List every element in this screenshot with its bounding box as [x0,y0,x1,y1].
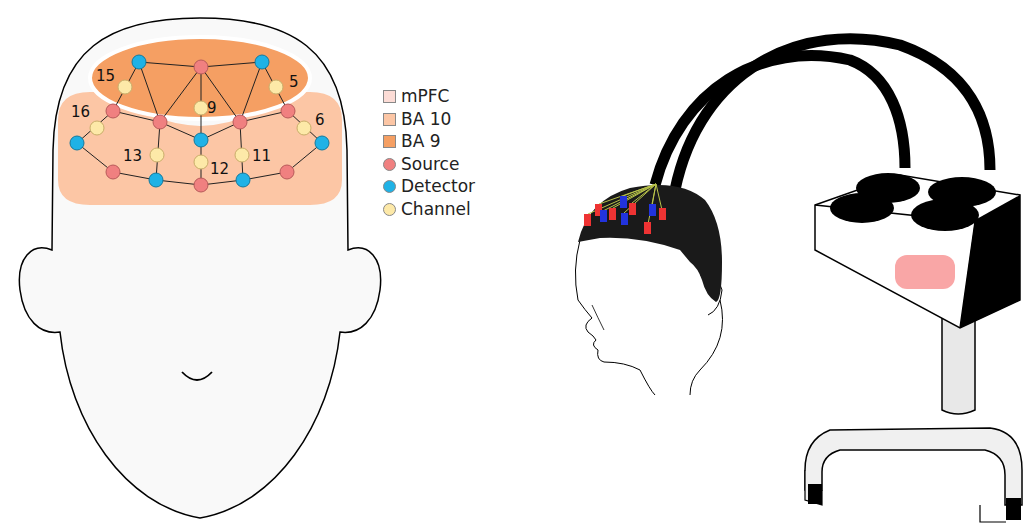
legend-row: Detector [383,178,475,195]
ba10-region [58,92,342,205]
legend-label: mPFC [401,88,449,105]
legend-label: BA 9 [401,133,441,150]
fnirs-device [575,39,1022,522]
detector-optodes [70,55,329,187]
legend-swatch [383,203,396,216]
channel-number: 6 [315,113,325,128]
legend-label: Detector [401,178,475,195]
channel-number: 9 [207,101,217,116]
channel-points [90,80,311,169]
legend-label: Channel [401,201,471,218]
legend-row: Source [383,156,459,173]
legend-row: mPFC [383,88,449,105]
channel-number: 5 [289,75,299,90]
legend-swatch [383,90,396,103]
legend-row: BA 9 [383,133,441,150]
channel-number: 16 [71,105,90,120]
legend-row: BA 10 [383,111,451,128]
legend-swatch [383,113,396,126]
head-outline [19,18,380,518]
legend-swatch [383,158,396,171]
legend-label: BA 10 [401,111,451,128]
legend-row: Channel [383,201,471,218]
legend-swatch [383,180,396,193]
channel-number: 12 [210,162,229,177]
legend-swatch [383,135,396,148]
channel-number: 13 [123,149,142,164]
channel-number: 15 [96,69,115,84]
channel-number: 11 [252,149,271,164]
legend-label: Source [401,156,459,173]
source-optodes [106,60,295,192]
optode-links [77,62,322,185]
mouth [182,372,212,380]
ba9-region [90,37,310,119]
